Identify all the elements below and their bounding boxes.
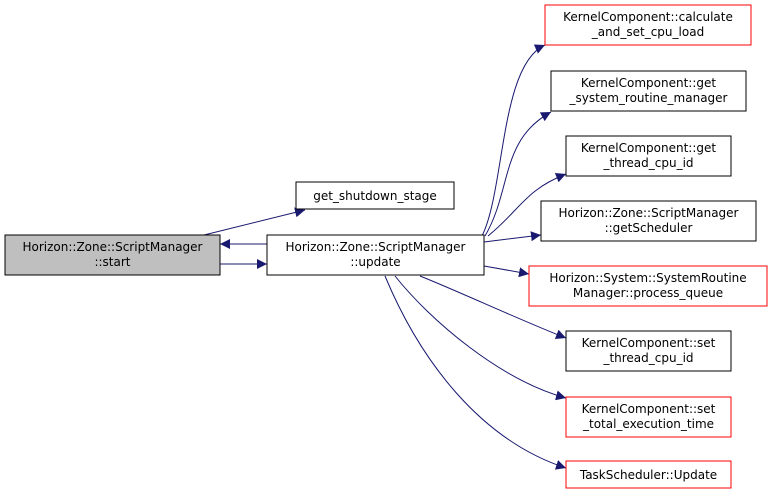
node-get-shutdown-stage-label: get_shutdown_stage	[313, 189, 437, 203]
node-get-system-routine-manager-line2: _system_routine_manager	[569, 91, 728, 105]
edge-update-to-get-system-routine-manager	[484, 111, 552, 237]
node-script-manager-start[interactable]: Horizon::Zone::ScriptManager ::start	[4, 234, 221, 276]
node-script-manager-update-line2: ::update	[350, 255, 400, 269]
edge-start-to-get-shutdown-stage	[199, 207, 306, 237]
edge-update-to-process-queue	[483, 265, 530, 278]
node-task-scheduler-update[interactable]: TaskScheduler::Update	[565, 460, 732, 489]
node-process-queue[interactable]: Horizon::System::SystemRoutine Manager::…	[528, 265, 768, 307]
node-set-total-execution-time-line1: KernelComponent::set	[582, 402, 716, 416]
edge-update-to-set-thread-cpu-id	[419, 275, 567, 340]
node-get-shutdown-stage[interactable]: get_shutdown_stage	[295, 181, 455, 210]
node-get-system-routine-manager-line1: KernelComponent::get	[581, 76, 716, 90]
edge-update-to-task-scheduler-update	[384, 275, 567, 470]
node-set-thread-cpu-id[interactable]: KernelComponent::set _thread_cpu_id	[565, 330, 732, 372]
node-set-total-execution-time[interactable]: KernelComponent::set _total_execution_ti…	[565, 396, 732, 438]
node-get-thread-cpu-id-line1: KernelComponent::get	[581, 141, 716, 155]
node-script-manager-update-line1: Horizon::Zone::ScriptManager	[285, 240, 465, 254]
edge-update-to-calculate-cpu-load	[481, 44, 546, 237]
node-get-thread-cpu-id[interactable]: KernelComponent::get _thread_cpu_id	[565, 135, 732, 177]
node-get-scheduler-line2: ::getScheduler	[605, 221, 693, 235]
node-process-queue-line2: Manager::process_queue	[573, 286, 723, 300]
edge-update-to-get-scheduler	[483, 231, 542, 243]
node-script-manager-update[interactable]: Horizon::Zone::ScriptManager ::update	[266, 234, 485, 276]
node-get-scheduler[interactable]: Horizon::Zone::ScriptManager ::getSchedu…	[540, 200, 757, 242]
node-get-thread-cpu-id-line2: _thread_cpu_id	[602, 156, 693, 170]
node-get-scheduler-line1: Horizon::Zone::ScriptManager	[558, 206, 738, 220]
node-calculate-and-set-cpu-load-line2: _and_set_cpu_load	[591, 25, 704, 39]
node-task-scheduler-update-label: TaskScheduler::Update	[579, 468, 717, 482]
edge-update-to-set-total-execution-time	[394, 275, 567, 401]
node-set-thread-cpu-id-line1: KernelComponent::set	[582, 336, 716, 350]
node-calculate-and-set-cpu-load-line1: KernelComponent::calculate	[563, 10, 733, 24]
node-set-thread-cpu-id-line2: _thread_cpu_id	[602, 351, 693, 365]
edge-update-to-get-thread-cpu-id	[487, 172, 567, 237]
node-set-total-execution-time-line2: _total_execution_time	[582, 417, 714, 431]
node-script-manager-start-line2: ::start	[94, 255, 130, 269]
node-get-system-routine-manager[interactable]: KernelComponent::get _system_routine_man…	[550, 70, 747, 112]
node-calculate-and-set-cpu-load[interactable]: KernelComponent::calculate _and_set_cpu_…	[544, 4, 752, 46]
edges	[199, 44, 567, 470]
node-script-manager-start-line1: Horizon::Zone::ScriptManager	[22, 240, 202, 254]
node-process-queue-line1: Horizon::System::SystemRoutine	[549, 271, 746, 285]
